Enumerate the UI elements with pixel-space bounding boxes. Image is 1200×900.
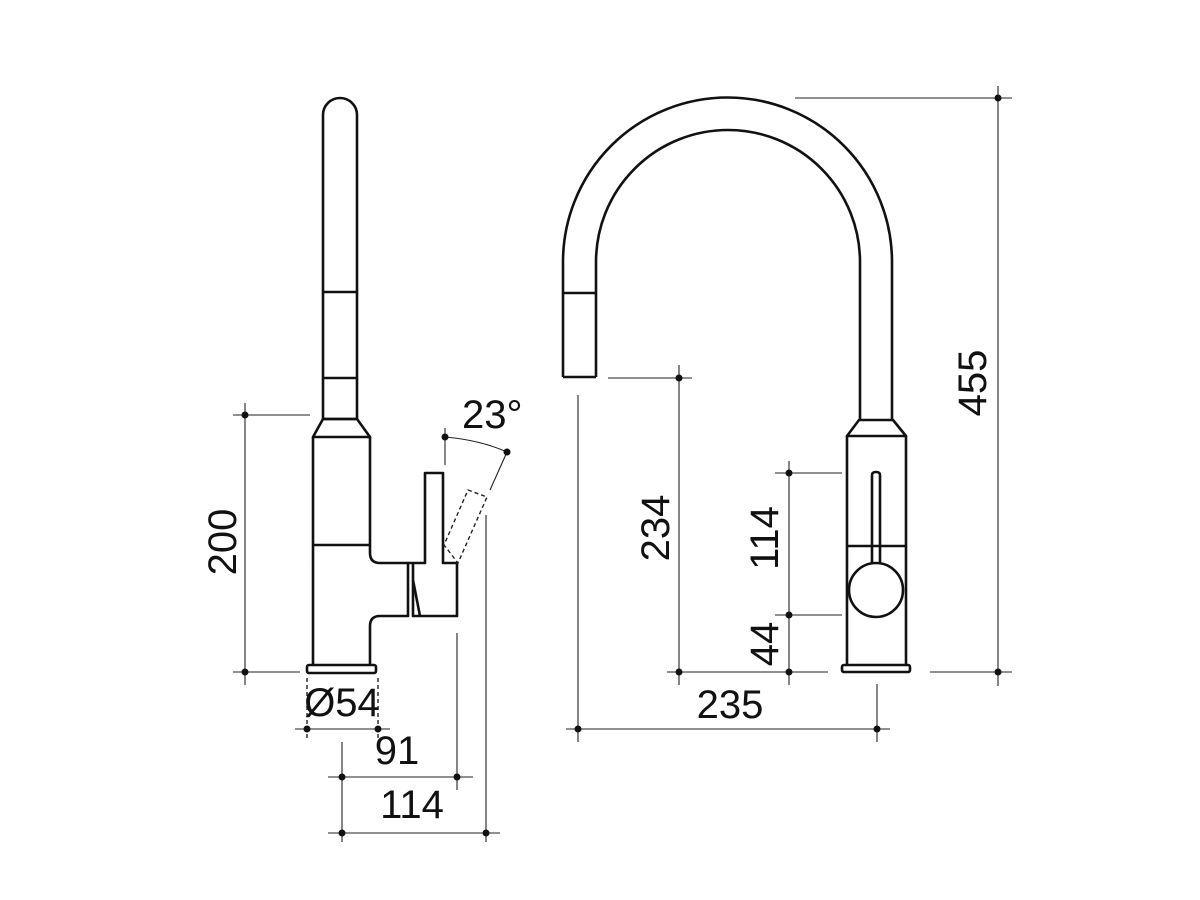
dimension-angle-23: 23° <box>462 393 523 437</box>
side-view-faucet <box>305 96 488 675</box>
front-lever-hub <box>847 561 905 619</box>
front-collar <box>845 418 908 438</box>
side-base-plate <box>305 663 378 675</box>
front-view-faucet <box>561 96 912 674</box>
front-gooseneck-spout <box>561 96 894 420</box>
dimension-base-diameter: Ø54 <box>304 681 380 725</box>
dimension-lever-114: 114 <box>743 506 787 570</box>
side-lever <box>408 471 459 618</box>
side-view-dimensions: 200 23° Ø54 91 114 <box>201 393 523 842</box>
side-body <box>311 437 410 665</box>
dimension-depth-91: 91 <box>375 729 420 773</box>
front-view-dimensions: 234 114 44 455 235 <box>566 86 1012 742</box>
dimension-depth-114: 114 <box>380 783 444 827</box>
front-lever-handle <box>870 470 882 563</box>
side-collar <box>311 417 372 439</box>
front-base-plate <box>840 663 912 674</box>
front-body <box>845 436 908 665</box>
dimension-overall-height-455: 455 <box>951 350 995 417</box>
dimension-height-200: 200 <box>201 509 245 576</box>
lever-open-position <box>443 489 488 565</box>
dimension-reach-235: 235 <box>697 683 764 727</box>
dimension-spout-height-234: 234 <box>634 495 678 562</box>
side-spout-stem <box>321 96 359 421</box>
dimension-lever-44: 44 <box>743 622 787 667</box>
